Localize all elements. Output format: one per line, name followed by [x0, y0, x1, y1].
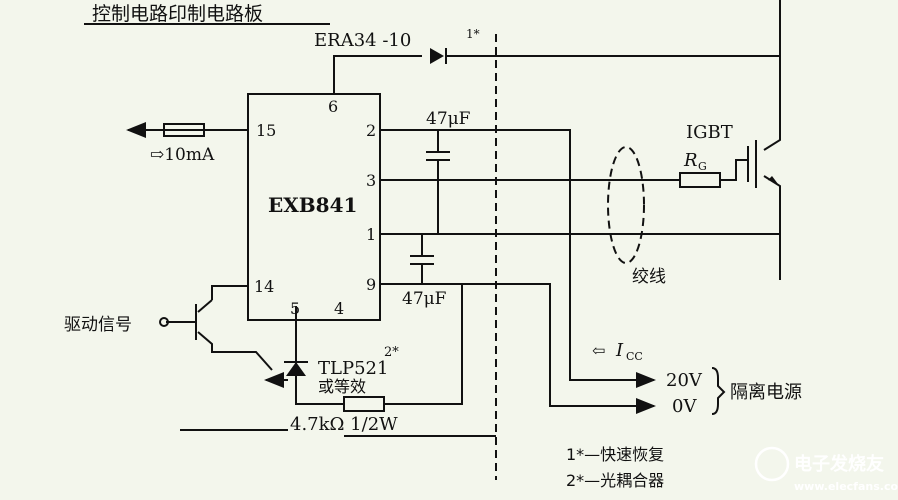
pin-9: 9 [366, 275, 376, 294]
opto-name: TLP521 [318, 358, 388, 379]
resistor-4k7 [343, 396, 385, 412]
igbt-label: IGBT [686, 122, 733, 143]
resistor-label: 4.7kΩ 1/2W [290, 414, 398, 435]
v0-label: 0V [672, 396, 697, 417]
rg-label-main: R [683, 150, 698, 171]
v20-label: 20V [666, 370, 703, 391]
wire-pin2 [380, 129, 646, 381]
note-1: 1*—快速恢复 [566, 445, 664, 464]
note-2: 2*—光耦合器 [566, 471, 664, 490]
watermark-text: 电子发烧友 [794, 453, 884, 475]
wire-gate [720, 159, 748, 181]
wire-collector [763, 0, 781, 151]
opto-alt: 或等效 [318, 377, 366, 396]
drive-signal-terminal [159, 317, 169, 327]
pin-15: 15 [256, 121, 276, 140]
resistor-rg [679, 172, 721, 188]
watermark-url: www.elecfans.com [794, 480, 898, 493]
exb841-chip [247, 93, 381, 321]
wire-emitter [763, 175, 781, 280]
pin-14: 14 [254, 277, 274, 296]
pin-5: 5 [290, 299, 300, 318]
pin-1: 1 [366, 225, 376, 244]
drive-transistor-c [197, 299, 213, 313]
diagram-title: 控制电路印制电路板 [92, 3, 263, 25]
rg-label-sub: G [698, 160, 707, 173]
cap-top-label: 47μF [426, 109, 471, 129]
wire-resistor-feed [384, 284, 463, 405]
diode-era34 [430, 48, 444, 64]
wire-pin9 [380, 283, 646, 407]
twisted-pair-label: 绞线 [632, 267, 666, 287]
igbt-arrow [768, 176, 778, 184]
isolated-supply-label: 隔离电源 [730, 382, 802, 403]
chip-name: EXB841 [268, 193, 357, 217]
wire-pin14 [211, 285, 248, 300]
current-in-label: ⇨10mA [150, 145, 215, 165]
cap-bottom-label: 47μF [402, 289, 447, 309]
icc-sub: CC [626, 350, 643, 363]
icc-main: I [615, 340, 624, 361]
pin-6: 6 [328, 97, 338, 116]
supply-bracket [711, 367, 726, 415]
watermark: 电子发烧友 www.elecfans.com [754, 446, 898, 493]
pin-3: 3 [366, 171, 376, 190]
icc-arrow: ⇦ [592, 341, 605, 360]
diode-top-label: ERA34 -10 [314, 30, 411, 51]
wire-pin6 [333, 55, 422, 94]
drive-signal-label: 驱动信号 [64, 315, 132, 335]
pin-4: 4 [334, 299, 344, 318]
pin-2: 2 [366, 121, 376, 140]
drive-transistor-e [197, 331, 273, 371]
watermark-logo-icon [754, 446, 790, 482]
twisted-pair-ellipse [607, 146, 645, 264]
opto-diode [286, 362, 306, 376]
diode-top-mark: 1* [466, 27, 480, 41]
opto-mark: 2* [384, 345, 399, 360]
